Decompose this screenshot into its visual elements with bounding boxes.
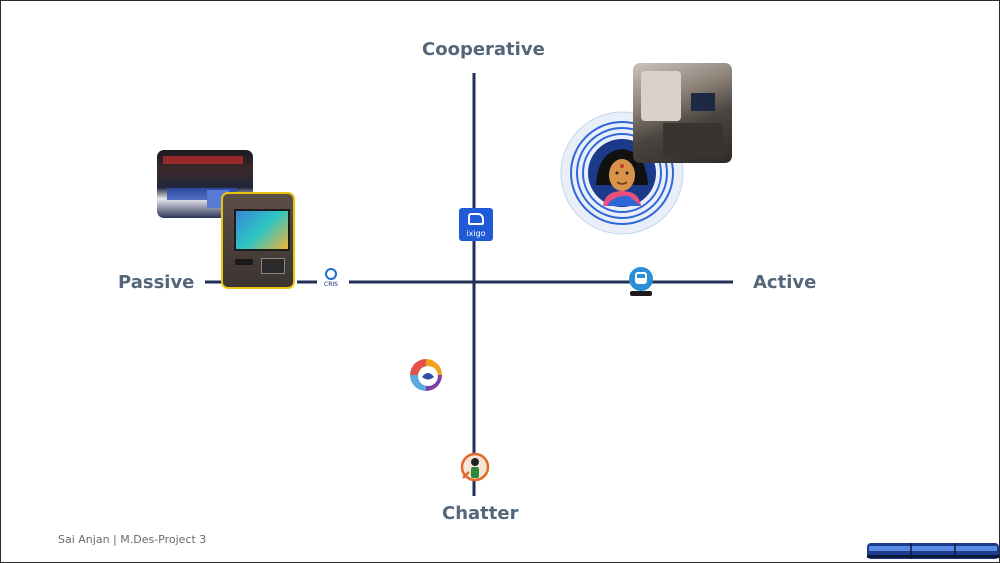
axis-label-cooperative: Cooperative [422,39,545,60]
ixigo-label: ixigo [466,229,486,238]
axis-label-chatter: Chatter [442,503,519,524]
train-illustration-icon [867,543,999,559]
station-display-boards-photo [157,150,253,218]
train-enquiry-icon [629,267,653,296]
railway-helpline-icon [460,452,490,482]
irctc-app-icon [410,359,442,391]
ixigo-app-icon: ixigo [459,208,493,241]
ticket-counter-photo [633,63,732,163]
ticket-kiosk-image [221,192,295,289]
axis-label-passive: Passive [118,272,195,293]
axis-label-active: Active [753,272,817,293]
cris-logo-icon: CRIS [319,268,343,298]
footer-credit: Sai Anjan | M.Des-Project 3 [58,533,207,546]
cris-label: CRIS [324,281,338,288]
